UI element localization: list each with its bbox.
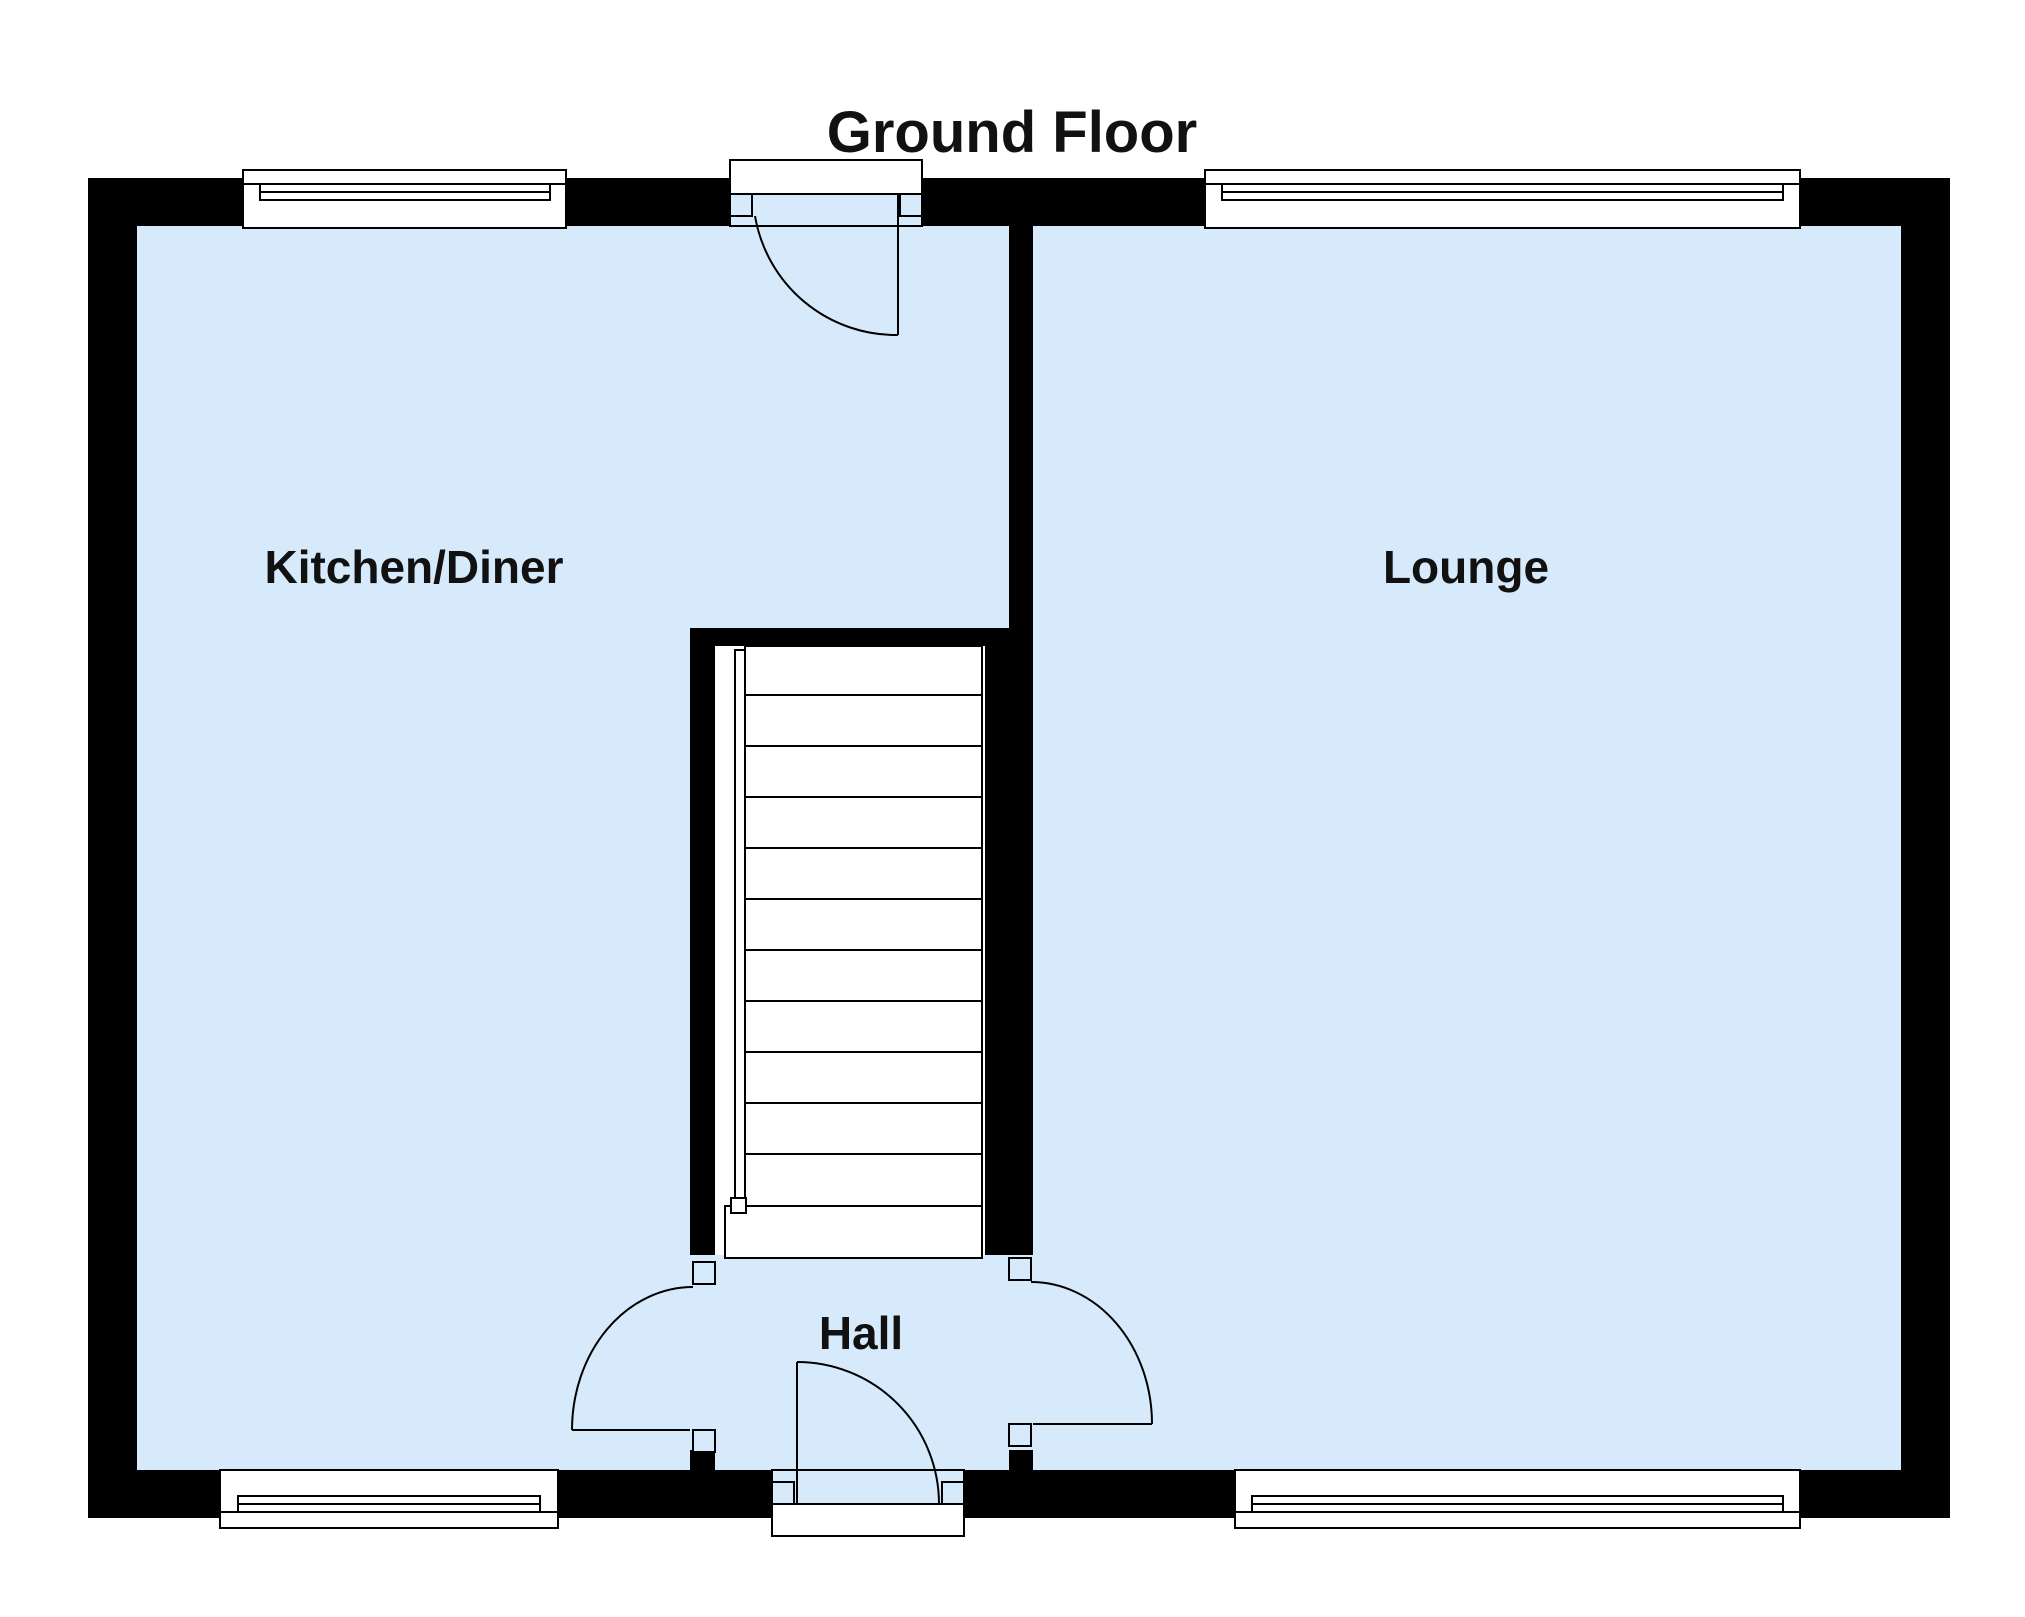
room-label-kitchen-diner: Kitchen/Diner: [264, 541, 563, 593]
hall-floor: [690, 1255, 1033, 1470]
kitchen-diner-floor: [137, 226, 1009, 1470]
room-label-lounge: Lounge: [1383, 541, 1549, 593]
window-kitchen-top: [242, 169, 567, 229]
wall-partition: [1009, 226, 1033, 1255]
floor-title: Ground Floor: [827, 100, 1198, 165]
wall-stair-top: [690, 628, 1033, 646]
wall-hall-right-stub: [1009, 1450, 1033, 1518]
door-hall-kitchen: [571, 1261, 716, 1453]
window-lounge-top: [1204, 169, 1801, 229]
stair-landing-step: [724, 1205, 983, 1259]
wall-stair-right: [985, 628, 1009, 1255]
window-kitchen-bottom: [219, 1469, 559, 1529]
staircase: [724, 645, 983, 1259]
windows: [219, 169, 1801, 1529]
wall-stair-left: [690, 628, 715, 1255]
stair-newel-post: [730, 1197, 747, 1214]
wall-right: [1901, 178, 1950, 1518]
door-hall-lounge: [1008, 1257, 1153, 1447]
stair-treads: [745, 694, 982, 1155]
room-label-hall: Hall: [819, 1307, 903, 1359]
front-door: [771, 1361, 965, 1537]
lounge-floor: [1033, 226, 1901, 1470]
wall-left: [88, 178, 137, 1518]
wall-hall-left-stub: [690, 1450, 715, 1518]
stair-flight: [744, 645, 983, 1259]
back-door: [729, 159, 923, 337]
stair-handrail: [734, 649, 746, 1207]
room-fills: [137, 226, 1901, 1470]
window-lounge-bottom: [1234, 1469, 1801, 1529]
